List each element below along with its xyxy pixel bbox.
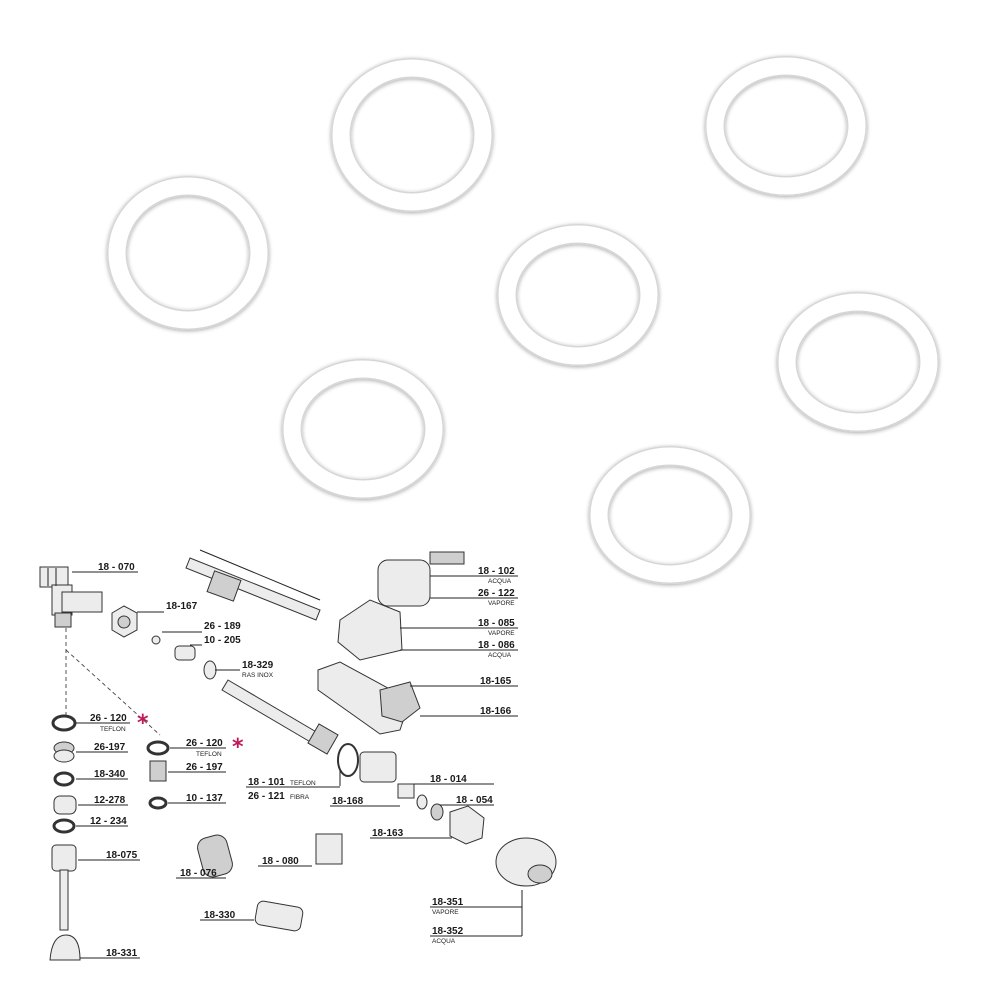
part-code: 12 - 234 <box>90 816 127 827</box>
part-code: 18-163 <box>372 828 404 839</box>
part-code: 18-331 <box>106 948 138 959</box>
middle-column-parts <box>146 740 343 932</box>
part-note: TEFLON <box>100 726 126 733</box>
part-code: 10 - 137 <box>186 793 223 804</box>
part-code: 18 - 054 <box>456 795 493 806</box>
knurled-knob-drawing <box>495 837 557 887</box>
ring-group <box>107 56 939 584</box>
knob-drawing <box>337 551 465 661</box>
part-code: 26 - 121 <box>248 791 285 802</box>
steam-wand-drawing <box>185 549 321 621</box>
part-note: ACQUA <box>488 652 512 659</box>
part-code: 12-278 <box>94 795 126 806</box>
part-code: 18-330 <box>204 910 236 921</box>
part-code: 18-075 <box>106 850 138 861</box>
part-code: 18-329 <box>242 660 274 671</box>
part-code: 18-168 <box>332 796 364 807</box>
gasket-ring <box>282 359 444 499</box>
spacer-drawing <box>174 645 196 661</box>
part-code: 26 - 120 <box>90 713 127 724</box>
part-note: VAPORE <box>488 630 515 637</box>
part-code: 26 - 122 <box>478 588 515 599</box>
spring-rod-drawing <box>221 679 359 777</box>
nozzle-nut-drawing <box>449 805 485 845</box>
left-column-parts <box>49 714 81 961</box>
bushing-drawing <box>397 783 415 799</box>
spring-drawing <box>430 803 444 821</box>
part-code: 18 - 070 <box>98 562 135 573</box>
exploded-diagram <box>39 549 557 961</box>
part-code: 26-197 <box>94 742 126 753</box>
part-code: 18-351 <box>432 897 464 908</box>
part-note: TEFLON <box>196 751 222 758</box>
washer-drawing <box>203 660 217 680</box>
part-code: 10 - 205 <box>204 635 241 646</box>
part-code: 26 - 197 <box>186 762 223 773</box>
part-note: ACQUA <box>488 578 512 585</box>
part-code: 18 - 080 <box>262 856 299 867</box>
part-code: 18 - 085 <box>478 618 515 629</box>
dashed-guide <box>65 649 161 736</box>
gasket-ring <box>777 292 939 432</box>
part-code: 26 - 189 <box>204 621 241 632</box>
part-note: FIBRA <box>290 794 310 801</box>
nut-hole <box>117 615 131 629</box>
ball-drawing <box>151 635 161 645</box>
gasket-ring <box>705 56 867 196</box>
label-layer: 18 - 070 18-167 26 - 189 10 - 205 18-329… <box>76 562 518 959</box>
valve-body-drawing <box>359 751 397 783</box>
part-code: 18-167 <box>166 601 198 612</box>
gasket-ring <box>107 176 269 330</box>
t-fitting-drawing <box>39 566 103 628</box>
part-note: VAPORE <box>488 600 515 607</box>
part-code: 18 - 086 <box>478 640 515 651</box>
part-code: 18 - 014 <box>430 774 467 785</box>
part-code: 18-165 <box>480 676 512 687</box>
part-code: 18-340 <box>94 769 126 780</box>
part-code: 18-166 <box>480 706 512 717</box>
part-note: RAS INOX <box>242 672 274 679</box>
part-code: 26 - 120 <box>186 738 223 749</box>
gasket-ring <box>331 58 493 212</box>
handle-drawing <box>317 661 421 735</box>
asterisk-mark: * <box>137 711 149 736</box>
part-code: 18 - 101 <box>248 777 285 788</box>
part-code: 18 - 076 <box>180 868 217 879</box>
part-code: 18 - 102 <box>478 566 515 577</box>
asterisk-mark: * <box>232 735 244 760</box>
gasket-ring <box>497 224 659 366</box>
washer-drawing <box>416 794 428 810</box>
part-note: TEFLON <box>290 780 316 787</box>
part-note: ACQUA <box>432 938 456 945</box>
part-code: 18-352 <box>432 926 464 937</box>
gasket-ring <box>589 446 751 584</box>
part-note: VAPORE <box>432 909 459 916</box>
